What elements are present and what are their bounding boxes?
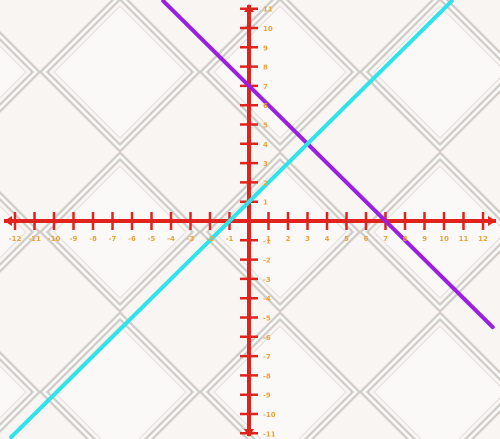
x-tick-label: -9 <box>70 235 78 243</box>
x-tick-label: -5 <box>148 235 156 243</box>
y-tick-label: -5 <box>263 315 271 323</box>
y-tick-label: -8 <box>263 372 271 380</box>
x-tick-label: 10 <box>439 235 449 243</box>
x-tick-label: -1 <box>226 235 234 243</box>
y-tick-label: -7 <box>263 353 271 361</box>
x-tick-label: 4 <box>325 235 330 243</box>
axes <box>4 4 496 437</box>
x-tick-label: 6 <box>364 235 369 243</box>
x-tick-label: 8 <box>403 235 408 243</box>
y-tick-label: -6 <box>263 334 271 342</box>
y-tick-label: -4 <box>263 295 271 303</box>
y-tick-label: -1 <box>263 237 271 245</box>
y-tick-label: 10 <box>263 25 273 33</box>
x-axis-arrow-right <box>488 216 496 226</box>
x-tick-label: -11 <box>28 235 41 243</box>
y-tick-label: 4 <box>263 141 268 149</box>
x-tick-label: -3 <box>187 235 195 243</box>
y-tick-label: -2 <box>263 257 271 265</box>
y-tick-label: -3 <box>263 276 271 284</box>
purple-line <box>161 0 495 330</box>
y-tick-label: -10 <box>263 411 276 419</box>
x-tick-label: -10 <box>48 235 61 243</box>
y-tick-label: 3 <box>263 160 268 168</box>
y-tick-label: 6 <box>263 102 268 110</box>
y-tick-label: -11 <box>263 430 276 438</box>
y-tick-label: 2 <box>263 179 268 187</box>
y-tick-label: 1 <box>263 199 268 207</box>
x-tick-label: 9 <box>422 235 427 243</box>
x-tick-label: 5 <box>344 235 349 243</box>
y-tick-label: 8 <box>263 64 268 72</box>
x-tick-label: -4 <box>167 235 175 243</box>
x-axis-arrow-left <box>4 216 12 226</box>
x-tick-label: -7 <box>109 235 117 243</box>
x-tick-label: 2 <box>286 235 291 243</box>
x-tick-label: 7 <box>383 235 388 243</box>
x-tick-label: -8 <box>89 235 97 243</box>
y-tick-label: -9 <box>263 392 271 400</box>
y-tick-label: 5 <box>263 122 268 130</box>
x-tick-label: -2 <box>206 235 214 243</box>
x-tick-label: 12 <box>478 235 488 243</box>
x-tick-label: 3 <box>305 235 310 243</box>
x-tick-label: -6 <box>128 235 136 243</box>
x-tick-label: 1 <box>266 235 271 243</box>
y-tick-label: 11 <box>263 6 273 14</box>
y-tick-label: 7 <box>263 83 268 91</box>
cyan-line <box>9 0 454 439</box>
x-tick-label: -12 <box>9 235 22 243</box>
y-tick-label: 9 <box>263 44 268 52</box>
plotted-lines <box>9 0 495 439</box>
x-tick-label: 11 <box>459 235 469 243</box>
